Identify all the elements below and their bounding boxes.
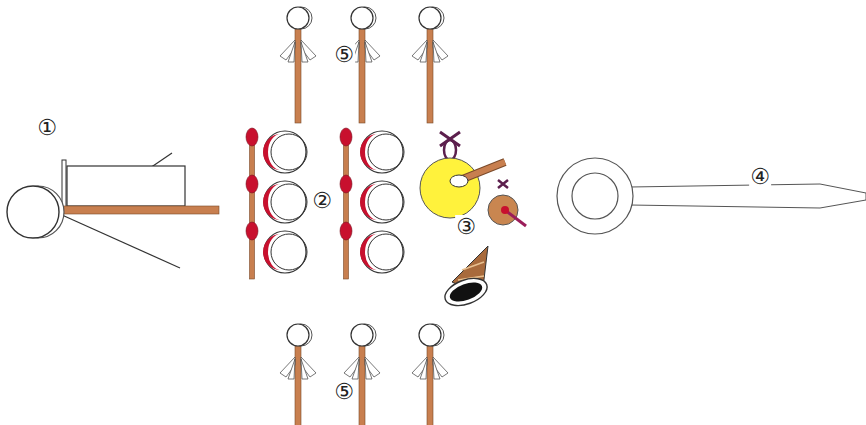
drum-cart	[7, 153, 219, 268]
gong-and-bell	[420, 132, 526, 226]
callout-number: ⑤	[333, 380, 355, 404]
conch-horn	[441, 246, 491, 311]
banner-bearers-bottom	[280, 324, 448, 425]
callout-number: ③	[455, 215, 477, 239]
callout-number: ②	[311, 189, 333, 213]
callout-number: ①	[36, 116, 58, 140]
callout-number: ⑤	[333, 43, 355, 67]
banner-bearers-top	[280, 7, 448, 123]
callout-number: ④	[749, 165, 771, 189]
drum-group	[246, 128, 404, 279]
long-horn	[557, 158, 866, 234]
